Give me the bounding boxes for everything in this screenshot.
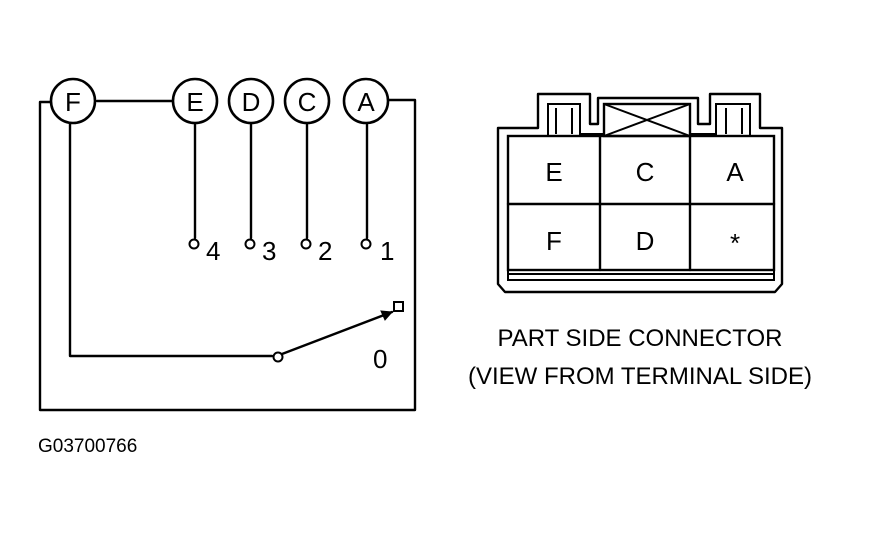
off-contact	[393, 301, 404, 312]
position-label-4: 4	[206, 236, 220, 266]
position-label-3: 3	[262, 236, 276, 266]
cell-label-unused: *	[730, 228, 740, 258]
connector-caption-line2: (VIEW FROM TERMINAL SIDE)	[468, 363, 812, 390]
position-terminal-2	[300, 238, 312, 250]
terminal-label-e: E	[186, 87, 203, 117]
cell-label-c: C	[636, 157, 655, 187]
position-label-1: 1	[380, 236, 394, 266]
connector-caption-line1: PART SIDE CONNECTOR	[498, 325, 783, 352]
terminal-circle-d	[227, 77, 275, 125]
terminal-circle-e	[171, 77, 219, 125]
switch-frame	[38, 98, 417, 412]
terminal-label-d: D	[242, 87, 261, 117]
position-terminal-3	[244, 238, 256, 250]
connector-face: E C A F D *	[496, 92, 784, 294]
position-label-2: 2	[318, 236, 332, 266]
cell-label-e: E	[545, 157, 562, 187]
cell-label-d: D	[636, 226, 655, 256]
position-terminal-4	[188, 238, 200, 250]
cell-label-a: A	[726, 157, 744, 187]
switch-schematic: 4 3 2 1 0 F E D C A	[38, 77, 417, 412]
terminal-label-c: C	[298, 87, 317, 117]
key-cross-b	[603, 103, 691, 137]
terminal-circle-f	[49, 77, 97, 125]
figure-code: G03700766	[38, 436, 137, 457]
position-label-0: 0	[373, 344, 387, 374]
wiper-arm	[280, 310, 394, 356]
connector-housing-outer	[496, 92, 784, 294]
position-terminal-1	[360, 238, 372, 250]
wiper-arrowhead	[380, 310, 394, 321]
terminal-label-f: F	[65, 87, 81, 117]
terminal-circle-c	[283, 77, 331, 125]
cell-label-f: F	[546, 226, 562, 256]
terminal-label-a: A	[357, 87, 375, 117]
lead-f	[68, 122, 274, 358]
wiper-pivot	[272, 351, 284, 363]
terminal-circle-a	[342, 77, 390, 125]
